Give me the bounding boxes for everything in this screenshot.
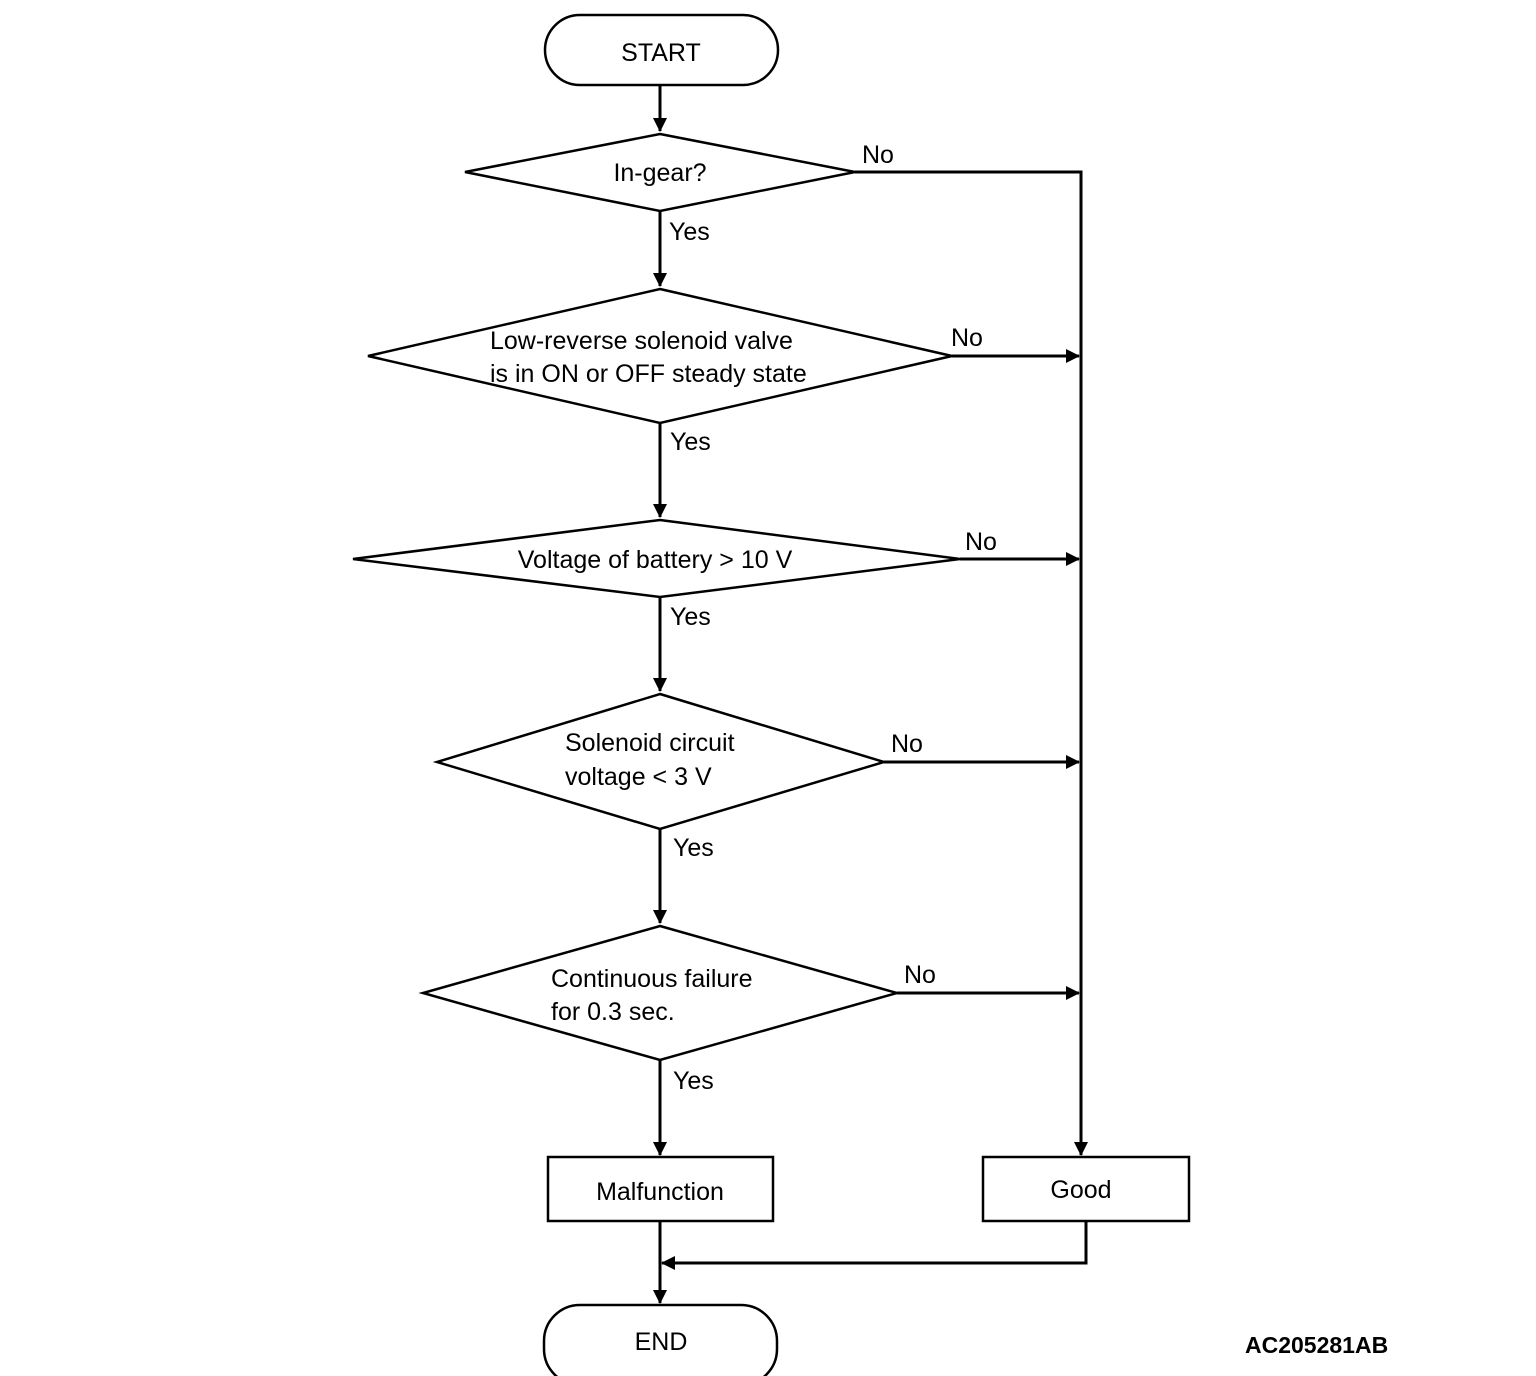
decision-continuous-failure: Continuous failure for 0.3 sec. No Yes (418, 924, 936, 1095)
yes-label: Yes (670, 428, 711, 456)
malfunction-label: Malfunction (596, 1178, 724, 1206)
no-label: No (891, 730, 923, 758)
start-label: START (621, 39, 701, 67)
good-label: Good (1050, 1176, 1111, 1204)
decision-in-gear: In-gear? No Yes (464, 132, 894, 246)
no-branch-connectors (661, 170, 1088, 1270)
decision-text-line1: Low-reverse solenoid valve (490, 327, 793, 355)
no-label: No (904, 961, 936, 989)
start-terminal: START (543, 13, 780, 87)
decision-solenoid-circuit-voltage: Solenoid circuit voltage < 3 V No Yes (432, 692, 923, 862)
decision-battery-voltage: Voltage of battery > 10 V No Yes (352, 518, 997, 631)
decision-text-line2: voltage < 3 V (565, 763, 712, 791)
decision-text-line2: for 0.3 sec. (551, 998, 675, 1026)
good-box: Good (981, 1155, 1191, 1223)
no-label: No (862, 141, 894, 169)
yes-label: Yes (673, 834, 714, 862)
end-label: END (635, 1328, 688, 1356)
decision-text-line1: Continuous failure (551, 965, 753, 993)
yes-label: Yes (669, 218, 710, 246)
yes-label: Yes (673, 1067, 714, 1095)
no-label: No (951, 324, 983, 352)
arrow-good-to-end (661, 1221, 1088, 1270)
decision-text: Voltage of battery > 10 V (518, 546, 793, 574)
decision-text-line2: is in ON or OFF steady state (490, 360, 807, 388)
yes-label: Yes (670, 603, 711, 631)
end-terminal: END (542, 1303, 779, 1376)
decision-solenoid-steady-state: Low-reverse solenoid valve is in ON or O… (367, 287, 983, 456)
figure-code: AC205281AB (1245, 1332, 1388, 1358)
no-path-d1 (855, 170, 1088, 1156)
malfunction-box: Malfunction (546, 1155, 775, 1223)
no-label: No (965, 528, 997, 556)
decision-text: In-gear? (613, 159, 706, 187)
decision-text-line1: Solenoid circuit (565, 729, 735, 757)
